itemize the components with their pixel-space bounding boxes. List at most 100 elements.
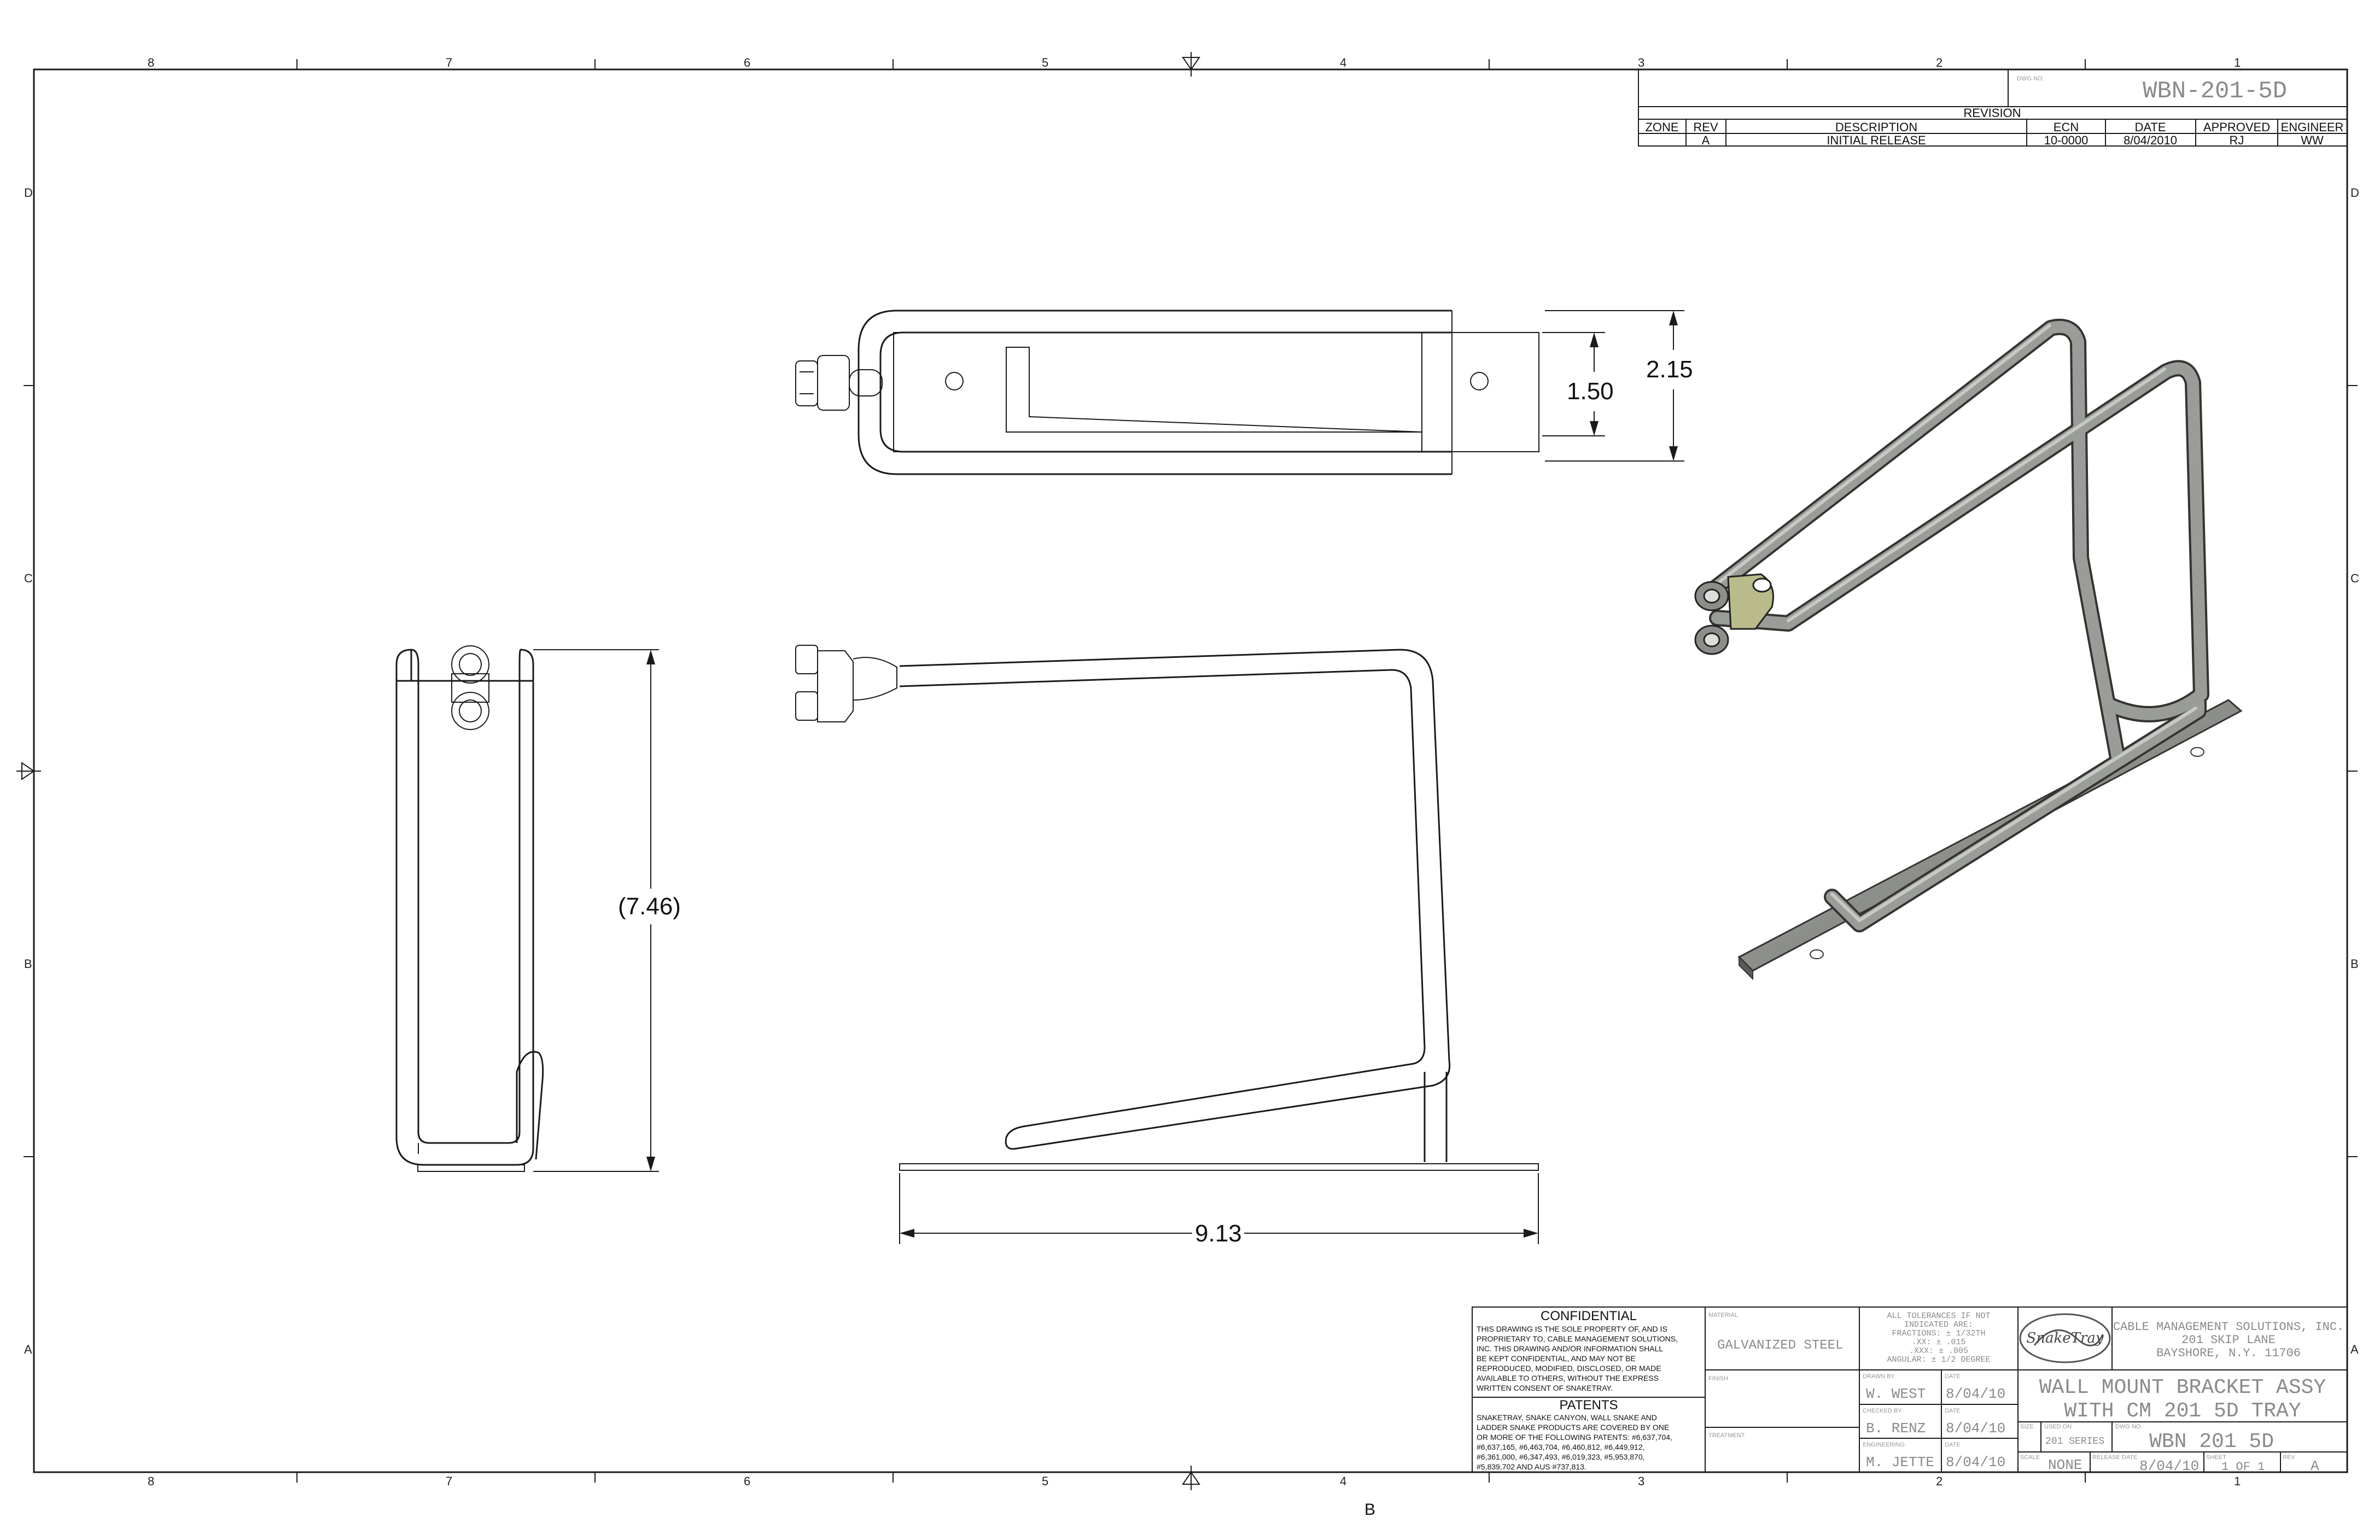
dimension-label-7-46: (7.46): [618, 893, 681, 920]
confidential-line: INC. THIS DRAWING AND/OR INFORMATION SHA…: [1477, 1344, 1663, 1353]
zone-row-label: B: [24, 957, 32, 971]
date-label: DATE: [1945, 1373, 1961, 1380]
rev-col-header: ENGINEER: [2281, 120, 2344, 134]
zone-col-label: 4: [1340, 56, 1346, 69]
zone-row-label: D: [2350, 186, 2359, 200]
rev-cell-engineer: WW: [2301, 133, 2324, 147]
rev-label: REV: [2283, 1454, 2295, 1461]
snaketray-logo-text: SnakeTray: [2026, 1330, 2103, 1346]
rev-cell-ecn: 10-0000: [2044, 133, 2089, 147]
zone-col-label: 6: [744, 56, 750, 69]
rev-col-header: ECN: [2054, 120, 2079, 134]
revision-block: DWG NO. WBN-201-5D REVISION ZONE REV DES…: [1638, 69, 2348, 147]
zone-col-label: 2: [1936, 56, 1942, 69]
tolerance-line: INDICATED ARE:: [1904, 1320, 1973, 1329]
zone-col-label: 6: [744, 1474, 750, 1488]
zone-col-label: 1: [2234, 56, 2241, 69]
treatment-label: TREATMENT: [1708, 1432, 1745, 1439]
zone-row-label: A: [24, 1343, 32, 1356]
rev-cell-date: 8/04/2010: [2124, 133, 2177, 147]
tolerance-line: .XX: ± .015: [1911, 1338, 1965, 1347]
zone-row-label: D: [24, 186, 33, 200]
dimension-7-46: [533, 649, 659, 1172]
scale-label: SCALE: [2020, 1454, 2040, 1461]
snaketray-logo: [2019, 1313, 2111, 1363]
drawing-border: [33, 68, 2348, 1473]
zone-labels-left: D C B A: [24, 186, 33, 1356]
confidential-line: REPRODUCED, MODIFIED, DISCLOSED, OR MADE: [1477, 1364, 1661, 1373]
confidential-line: PROPRIETARY TO, CABLE MANAGEMENT SOLUTIO…: [1477, 1334, 1678, 1343]
zone-col-label: 8: [148, 1474, 154, 1488]
rev-cell-description: INITIAL RELEASE: [1827, 133, 1926, 147]
zone-col-label: 7: [446, 56, 452, 69]
dimension-9-13: [899, 1173, 1539, 1244]
zone-col-label: 3: [1638, 56, 1644, 69]
release-date-label: RELEASE DATE: [2092, 1454, 2137, 1461]
patents-line: SNAKETRAY, SNAKE CANYON, WALL SNAKE AND: [1477, 1413, 1657, 1422]
zone-row-label: C: [2350, 571, 2359, 585]
rev-cell-rev: A: [1702, 133, 1710, 147]
drawn-by-value: W. WEST: [1866, 1386, 1926, 1402]
confidential-line: BE KEPT CONFIDENTIAL, AND MAY NOT BE: [1477, 1354, 1636, 1363]
confidential-line: AVAILABLE TO OTHERS, WITHOUT THE EXPRESS: [1477, 1374, 1659, 1382]
dimension-2-15: [1545, 310, 1684, 462]
engineering-value: M. JETTE: [1866, 1454, 1934, 1471]
date-label: DATE: [1945, 1442, 1961, 1448]
zone-col-label: 4: [1340, 1474, 1346, 1488]
confidential-line: THIS DRAWING IS THE SOLE PROPERTY OF, AN…: [1477, 1325, 1667, 1333]
dwg-number-title: WBN 201 5D: [2149, 1430, 2274, 1454]
dwg-no-label-title: DWG NO.: [2115, 1424, 2143, 1430]
zone-ticks: [24, 59, 2358, 1483]
zone-labels-right: D C B A: [2350, 186, 2359, 1356]
company-line: BAYSHORE, N.Y. 11706: [2156, 1346, 2301, 1360]
isometric-view: [1694, 318, 2243, 981]
size-label: SIZE: [2020, 1424, 2033, 1430]
engineering-label: ENGINEERING: [1863, 1442, 1905, 1448]
tolerance-line: .XXX: ± .005: [1909, 1346, 1968, 1356]
tolerance-line: ALL TOLERANCES IF NOT: [1887, 1311, 1990, 1321]
patents-line: OR MORE OF THE FOLLOWING PATENTS: #6,637…: [1477, 1433, 1672, 1442]
date-label: DATE: [1945, 1408, 1961, 1414]
zone-row-label: A: [2350, 1343, 2359, 1356]
company-line: 201 SKIP LANE: [2181, 1333, 2276, 1347]
dwg-no-label: DWG NO.: [2017, 75, 2044, 82]
front-view: [795, 645, 1539, 1171]
material-value: GALVANIZED STEEL: [1717, 1338, 1843, 1353]
drawing-title-line: WITH CM 201 5D TRAY: [2064, 1399, 2301, 1423]
zone-col-label: 8: [148, 56, 154, 69]
zone-labels-top: 8 7 6 5 4 3 2 1: [148, 56, 2241, 69]
rev-col-header: APPROVED: [2203, 120, 2270, 134]
dwg-number-header: WBN-201-5D: [2143, 78, 2287, 105]
drawn-date: 8/04/10: [1946, 1386, 2005, 1402]
zone-col-label: 5: [1042, 1474, 1048, 1488]
checked-by-label: CHECKED BY: [1863, 1408, 1902, 1414]
zone-col-label: 1: [2234, 1474, 2241, 1488]
confidential-line: WRITTEN CONSENT OF SNAKETRAY.: [1477, 1384, 1613, 1392]
zone-col-label: 2: [1936, 1474, 1942, 1488]
drawing-title-line: WALL MOUNT BRACKET ASSY: [2039, 1376, 2326, 1399]
patents-line: #6,637,165, #6,463,704, #6,460,812, #6,4…: [1477, 1443, 1645, 1451]
checked-date: 8/04/10: [1946, 1420, 2005, 1437]
patents-title: PATENTS: [1559, 1398, 1618, 1413]
tolerance-line: ANGULAR: ± 1/2 DEGREE: [1887, 1355, 1990, 1364]
rev-cell-approved: RJ: [2230, 133, 2244, 147]
top-view: [795, 310, 1539, 475]
zone-col-label: 3: [1638, 1474, 1644, 1488]
drawn-by-label: DRAWN BY: [1863, 1373, 1895, 1380]
centering-marks: [16, 52, 1200, 1490]
zone-row-label: C: [24, 571, 33, 585]
scale-value: NONE: [2048, 1457, 2082, 1473]
patents-line: #6,361,000, #6,347,493, #6,019,323, #5,9…: [1477, 1452, 1645, 1461]
zone-col-label: 7: [446, 1474, 452, 1488]
used-on-value: 201 SERIES: [2045, 1436, 2104, 1447]
zone-row-label: B: [2350, 957, 2359, 971]
used-on-label: USED ON: [2044, 1424, 2072, 1430]
sheet-value: 1 OF 1: [2221, 1460, 2265, 1474]
dimension-1-50: [1542, 332, 1605, 436]
sheet-label: SHEET: [2206, 1454, 2226, 1461]
rev-col-header: DESCRIPTION: [1835, 120, 1917, 134]
rev-col-header: REV: [1693, 120, 1718, 134]
revision-title: REVISION: [1963, 106, 2021, 120]
rev-col-header: ZONE: [1645, 120, 1678, 134]
